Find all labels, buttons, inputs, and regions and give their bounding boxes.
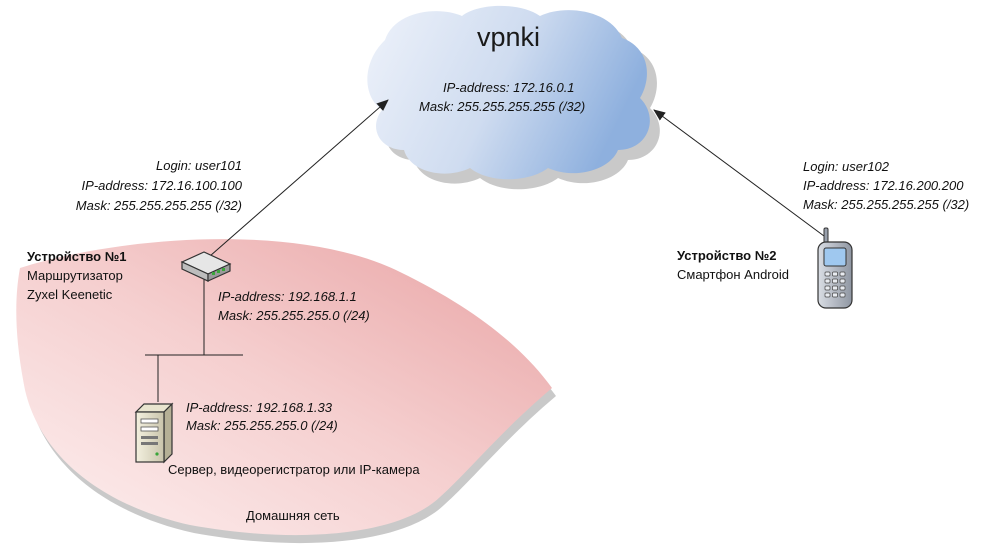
device1-login: Login: user101 [155, 158, 242, 173]
device1-type: Маршрутизатор [27, 268, 123, 283]
device2-name: Устройство №2 [677, 248, 777, 263]
server-mask: Mask: 255.255.255.0 (/24) [186, 418, 338, 433]
vpnki-cloud [367, 5, 660, 190]
device1-name: Устройство №1 [27, 249, 127, 264]
server-icon [134, 402, 174, 464]
cloud-title: vpnki [477, 22, 541, 52]
device1-model: Zyxel Keenetic [27, 287, 113, 302]
device1-vpn-mask: Mask: 255.255.255.255 (/32) [75, 198, 242, 213]
cloud-mask: Mask: 255.255.255.255 (/32) [419, 99, 586, 114]
smartphone-icon [817, 227, 853, 309]
device2-vpn-mask: Mask: 255.255.255.255 (/32) [803, 197, 970, 212]
device1-vpn-ip: IP-address: 172.16.100.100 [81, 178, 242, 193]
router-icon [180, 251, 232, 282]
home-network-zone [16, 239, 557, 544]
server-ip: IP-address: 192.168.1.33 [186, 400, 332, 415]
phone-to-cloud-link [653, 109, 825, 237]
device2-login: Login: user102 [803, 159, 890, 174]
device2-vpn-ip: IP-address: 172.16.200.200 [803, 178, 964, 193]
router-to-cloud-link [209, 99, 389, 257]
device2-type: Смартфон Android [677, 267, 789, 282]
cloud-ip: IP-address: 172.16.0.1 [443, 80, 575, 95]
device1-lan-ip: IP-address: 192.168.1.1 [218, 289, 357, 304]
home-network-label: Домашняя сеть [246, 508, 340, 523]
device1-lan-mask: Mask: 255.255.255.0 (/24) [218, 308, 370, 323]
server-label: Сервер, видеорегистратор или IP-камера [168, 462, 420, 477]
